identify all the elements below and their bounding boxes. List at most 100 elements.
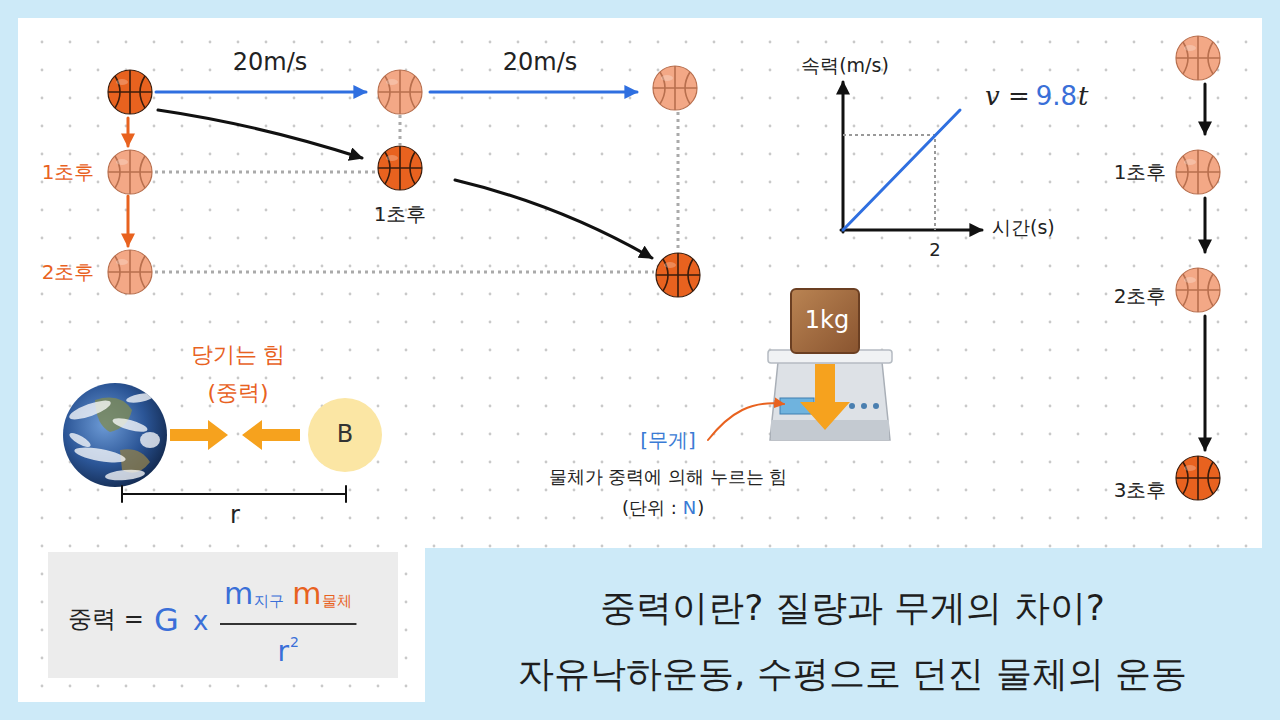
- earth-cloud: [111, 416, 148, 435]
- fall-arrow: [127, 196, 130, 246]
- ball-seam: [1176, 456, 1220, 500]
- basketball: [378, 146, 422, 190]
- weight-arrow: [800, 364, 850, 430]
- ball-seam: [108, 70, 152, 114]
- ball-body: [1176, 150, 1220, 194]
- ball-body: [378, 70, 422, 114]
- time-label: 2초후: [42, 261, 95, 284]
- ball-gloss: [661, 75, 673, 81]
- formula-constant: G: [154, 602, 179, 639]
- fall-arrow: [1204, 316, 1207, 450]
- force-label: 당기는 힘: [191, 342, 286, 367]
- basketball: [108, 250, 152, 294]
- mass-block: 1kg: [790, 288, 860, 354]
- speed-label: 20m/s: [233, 49, 308, 77]
- basketball: [108, 70, 152, 114]
- formula-text: 중력 =: [68, 606, 144, 634]
- fall-arrow: [127, 118, 130, 146]
- scale-button: [861, 403, 867, 409]
- earth-cloud: [105, 468, 146, 481]
- tick-label: 2: [929, 240, 940, 261]
- force-label: (중력): [207, 380, 268, 405]
- ball-gloss: [116, 259, 128, 265]
- unit-text: ): [697, 498, 704, 519]
- ball-body: [108, 150, 152, 194]
- ball-gloss: [664, 262, 676, 268]
- title-text: 중력이란? 질량과 무게의 차이?: [600, 587, 1105, 628]
- velocity-arrow: [430, 91, 637, 94]
- formula-exponent: 2: [290, 634, 299, 650]
- circle-fill: [308, 398, 382, 472]
- ball-seam: [656, 253, 700, 297]
- basketball: [378, 70, 422, 114]
- ball-gloss: [116, 79, 128, 85]
- ball-gloss: [386, 155, 398, 161]
- ball-gloss: [116, 159, 128, 165]
- formula-distance: r: [278, 636, 290, 668]
- ball-seam: [108, 150, 152, 194]
- formula-subscript: 지구: [254, 593, 284, 610]
- definition-text: 물체가 중력에 의해 누르는 힘: [549, 467, 788, 488]
- formula-box: 중력 =Gxm지구m물체r2: [48, 552, 398, 678]
- force-arrow: [170, 420, 228, 450]
- earth-cloud: [67, 397, 112, 423]
- trajectory-arrow: [455, 180, 652, 258]
- earth-cloud: [140, 432, 160, 448]
- earth: [63, 383, 167, 487]
- basketball: [1176, 36, 1220, 80]
- title-band: 중력이란? 질량과 무게의 차이? 자유낙하운동, 수평으로 던진 물체의 운동: [425, 548, 1280, 720]
- ball-seam: [653, 66, 697, 110]
- speed-label: 20m/s: [503, 49, 578, 77]
- ball-body: [378, 146, 422, 190]
- ball-gloss: [386, 79, 398, 85]
- formula-mass: m: [292, 577, 321, 612]
- basketball: [1176, 268, 1220, 312]
- ball-seam: [378, 70, 422, 114]
- ball-seam: [378, 146, 422, 190]
- fall-arrow: [1204, 198, 1207, 252]
- formula-mass: m: [224, 577, 253, 612]
- fraction-bar: [220, 623, 356, 625]
- formula-subscript: 물체: [322, 593, 352, 610]
- object-circle: B: [307, 397, 383, 473]
- title-text: 자유낙하운동, 수평으로 던진 물체의 운동: [518, 653, 1187, 694]
- term-label: [무게]: [640, 429, 696, 452]
- speed-line: [843, 110, 960, 230]
- scale-button: [873, 403, 879, 409]
- ball-gloss: [1184, 465, 1196, 471]
- ball-seam: [1176, 150, 1220, 194]
- ball-seam: [108, 250, 152, 294]
- ball-body: [653, 66, 697, 110]
- time-label: 1초후: [42, 161, 95, 184]
- ball-body: [108, 70, 152, 114]
- distance-line: [122, 493, 346, 495]
- basketball: [653, 66, 697, 110]
- guide-line: [155, 171, 376, 174]
- trajectory-arrow: [158, 110, 362, 158]
- object-name: B: [337, 421, 353, 449]
- earth-clouds: [67, 392, 160, 482]
- ball-body: [656, 253, 700, 297]
- earth-cloud: [68, 431, 93, 450]
- ball-gloss: [1184, 277, 1196, 283]
- earth-cloud: [73, 445, 126, 466]
- force-arrow: [242, 420, 300, 450]
- guide-line: [399, 115, 402, 145]
- distance-label: r: [230, 502, 240, 530]
- axis-label: 시간(s): [992, 217, 1055, 239]
- time-label: 1초후: [1114, 161, 1167, 184]
- unit-text: (단위 :: [622, 498, 677, 519]
- basketball: [108, 150, 152, 194]
- basketball: [1176, 150, 1220, 194]
- ball-body: [1176, 456, 1220, 500]
- formula-operator: x: [193, 607, 208, 637]
- equation-part: 9.8: [1036, 82, 1077, 112]
- distance-tick: [345, 486, 347, 502]
- scale-body: [770, 362, 890, 440]
- ball-gloss: [1184, 45, 1196, 51]
- ball-body: [1176, 268, 1220, 312]
- axis: [842, 82, 845, 232]
- velocity-arrow: [156, 91, 366, 94]
- basketball: [656, 253, 700, 297]
